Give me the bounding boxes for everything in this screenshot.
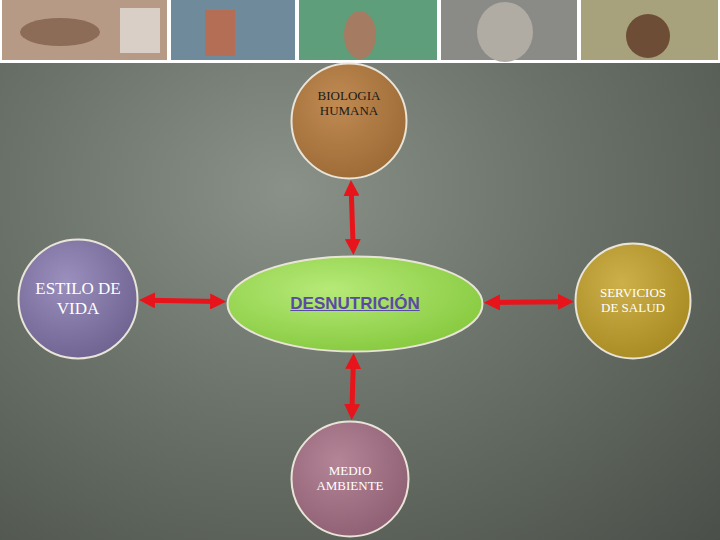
factor-circle: MEDIO AMBIENTE [290,420,410,538]
center-label: DESNUTRICIÓN [290,294,419,314]
photo-figure [626,14,670,58]
photo-figure [477,2,533,62]
factor-label: MEDIO AMBIENTE [307,464,393,494]
factor-label: BIOLOGIA HUMANA [307,89,392,119]
photo [299,0,437,60]
node-shape [576,244,691,359]
factor-label: ESTILO DE VIDA [34,279,122,318]
node-shape [292,64,407,179]
photo-figure [20,18,100,46]
center-ellipse: DESNUTRICIÓN [226,255,484,353]
photo-figure [120,8,160,53]
double-arrow [492,299,566,305]
node-shape [19,240,138,359]
node-outline [290,62,408,180]
photo [581,0,718,60]
double-arrow [352,361,353,412]
double-arrow [147,300,218,301]
factor-circle: SERVICIOS DE SALUD [574,242,692,360]
photo [2,0,167,60]
double-arrow [351,188,353,247]
factor-circle: BIOLOGIA HUMANA [290,62,408,180]
node-shape [292,422,409,537]
factor-circle: ESTILO DE VIDA [17,238,139,360]
node-shape [228,257,483,352]
factor-label: SERVICIOS DE SALUD [591,286,676,316]
photo-figure [205,10,235,56]
photo [171,0,295,60]
strip-ground [0,0,720,63]
photo-figure [344,11,376,59]
